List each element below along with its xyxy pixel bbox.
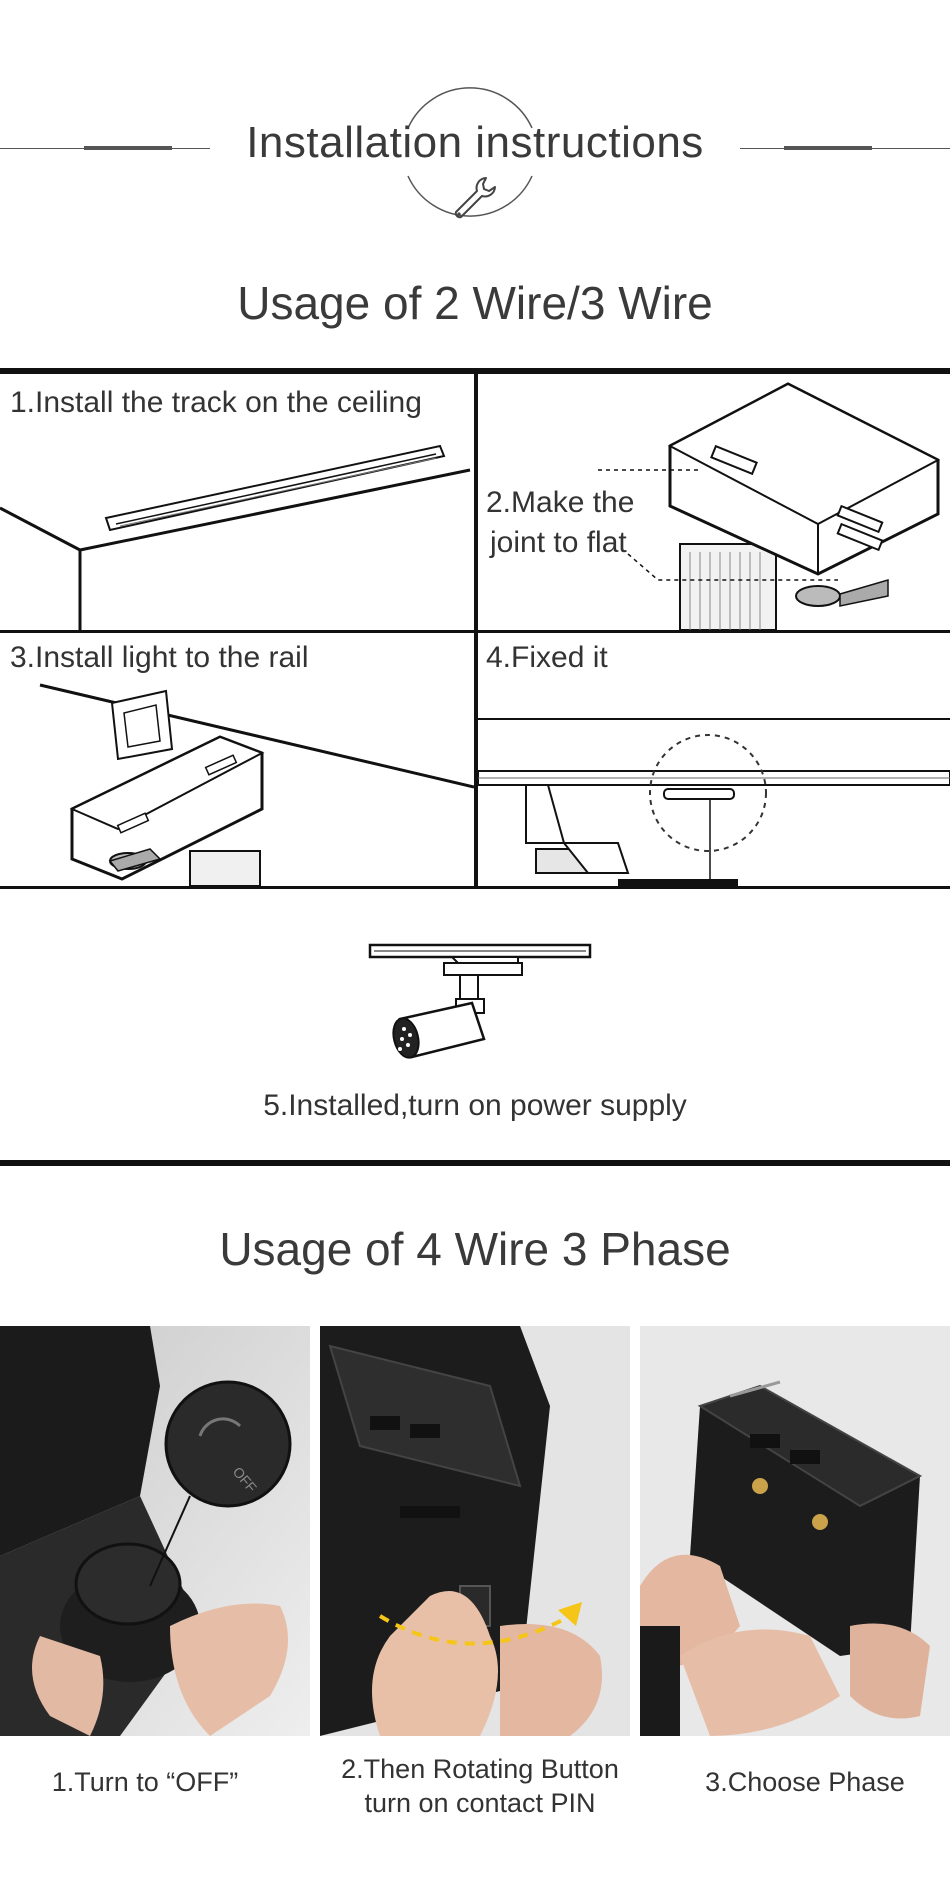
- grid-top-border: [0, 368, 950, 374]
- photo-2-caption-line1: 2.Then Rotating Button: [341, 1754, 619, 1784]
- grid-bottom-border: [0, 1160, 950, 1166]
- step-2-panel: 2.Make the joint to flat: [478, 374, 950, 630]
- step-3-panel: 3.Install light to the rail: [0, 633, 474, 886]
- step-1-panel: 1.Install the track on the ceiling: [0, 374, 474, 630]
- ceiling-track-illustration: [0, 444, 471, 630]
- fixed-it-illustration: [478, 718, 950, 886]
- grid-row-divider-2: [0, 886, 950, 889]
- header-circle: [407, 87, 533, 217]
- section2-title: Usage of 4 Wire 3 Phase: [219, 1223, 731, 1275]
- step-1-label: 1.Install the track on the ceiling: [10, 386, 422, 419]
- step-4-panel: 4.Fixed it: [478, 633, 950, 886]
- step-2-label-line2: joint to flat: [490, 526, 627, 559]
- header-right-bar: [784, 146, 872, 150]
- header-left-bar: [84, 146, 172, 150]
- rotating-button-photo: [320, 1326, 630, 1736]
- photo-2-caption-line2: turn on contact PIN: [364, 1788, 596, 1818]
- photo-1-turn-off: OFF: [0, 1326, 310, 1736]
- joint-illustration: [598, 382, 941, 630]
- choose-phase-photo: [640, 1326, 950, 1736]
- photo-3-caption: 3.Choose Phase: [705, 1767, 905, 1797]
- turn-off-knob-photo: OFF: [0, 1326, 310, 1736]
- step-4-label: 4.Fixed it: [486, 641, 608, 674]
- step-5-label: 5.Installed,turn on power supply: [263, 1089, 687, 1122]
- section1-title: Usage of 2 Wire/3 Wire: [237, 277, 713, 329]
- photo-3-choose-phase: [640, 1326, 950, 1736]
- install-light-illustration: [39, 683, 474, 886]
- spotlight-illustration: [368, 943, 592, 1059]
- step-5-panel: 5.Installed,turn on power supply: [0, 889, 950, 1160]
- wrench-icon: [454, 177, 496, 219]
- step-3-label: 3.Install light to the rail: [10, 641, 309, 674]
- step-2-label-line1: 2.Make the: [486, 486, 635, 519]
- photo-1-caption: 1.Turn to “OFF”: [51, 1767, 239, 1797]
- page-title: Installation instructions: [246, 118, 704, 167]
- grid-row-divider-1: [0, 630, 950, 633]
- photo-2-rotating-button: [320, 1326, 630, 1736]
